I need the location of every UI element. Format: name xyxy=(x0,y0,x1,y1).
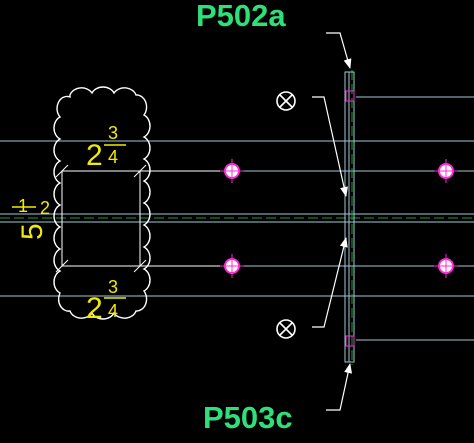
leader-arrow-icon xyxy=(326,363,352,411)
dim-tick-1 xyxy=(55,164,69,178)
dim-middle-whole: 5 xyxy=(16,223,49,240)
dim-tick-4 xyxy=(133,259,147,273)
bolt-hole-icon xyxy=(434,254,458,278)
plate-bolt-marks xyxy=(345,90,355,347)
dim-lower-den: 4 xyxy=(108,301,118,321)
dim-lower-whole: 2 xyxy=(86,292,103,325)
label-p502a: P502a xyxy=(196,0,286,33)
leader-arrow-icon xyxy=(312,96,348,197)
bolt-holes xyxy=(220,159,458,278)
dim-tick-2 xyxy=(55,259,69,273)
dim-middle-den: 2 xyxy=(40,198,50,218)
dimension-lower: 2 3 4 xyxy=(86,277,126,325)
dimension-lines xyxy=(55,164,220,273)
vertical-plate xyxy=(344,71,355,363)
plate-mark-bottom xyxy=(345,335,355,347)
x-markers xyxy=(276,91,296,339)
dim-tick-3 xyxy=(133,164,147,178)
dim-middle-num: 1 xyxy=(18,196,28,216)
dimension-upper: 2 3 4 xyxy=(86,123,126,172)
centerlines xyxy=(0,70,474,365)
bolt-hole-icon xyxy=(220,254,244,278)
circle-x-icon xyxy=(276,319,296,339)
bolt-hole-icon xyxy=(220,159,244,183)
revision-cloud xyxy=(53,86,151,320)
dimension-middle: 5 1 2 xyxy=(12,196,50,240)
leader-arrow-icon xyxy=(326,32,352,69)
circle-x-icon xyxy=(276,91,296,111)
leader-arrows xyxy=(312,32,352,411)
bolt-hole-icon xyxy=(434,159,458,183)
dim-lower-num: 3 xyxy=(108,277,118,297)
dim-upper-num: 3 xyxy=(108,123,118,143)
dim-upper-whole: 2 xyxy=(86,139,103,172)
plate-mark-top xyxy=(345,90,355,102)
dim-upper-den: 4 xyxy=(108,147,118,167)
leader-arrow-icon xyxy=(312,237,348,328)
label-p503c: P503c xyxy=(203,400,293,435)
